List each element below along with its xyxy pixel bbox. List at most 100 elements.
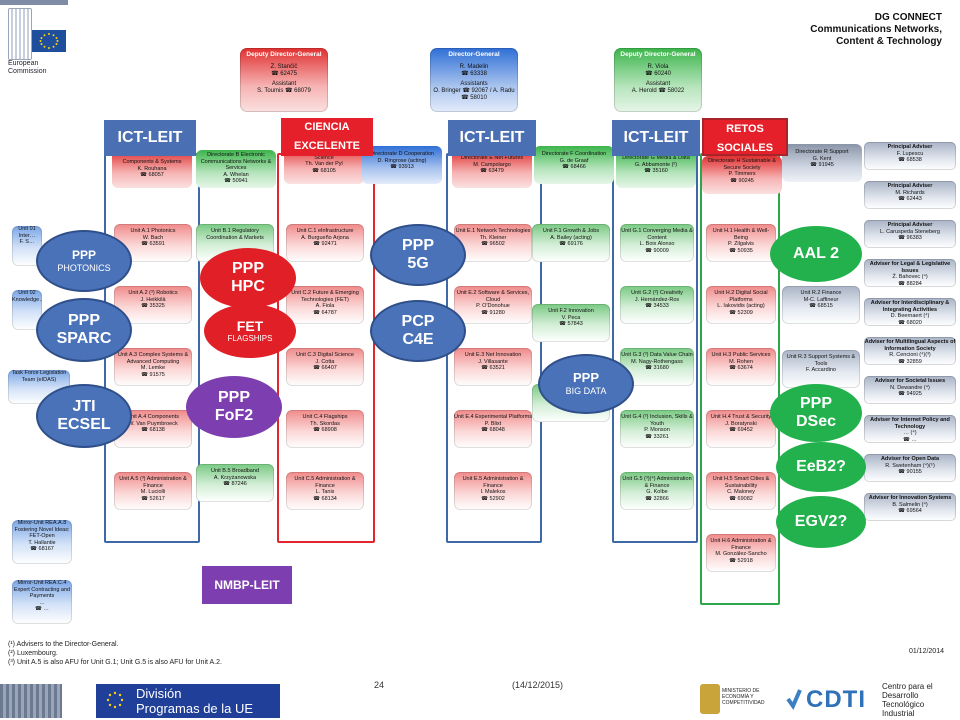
unit-title: Mirror-Unit REA.A.8 Fostering Novel Idea… [14, 520, 70, 539]
dir-title: Directorate H Sustainable & Secure Socie… [708, 158, 776, 171]
unit-tel: ☎ 68138 [141, 427, 165, 433]
adviser-name: … (⁴) [903, 430, 917, 436]
eeb2-ellipse: EeB2? [776, 442, 866, 492]
dir-name: G. Abbamonte (²) [634, 161, 678, 168]
adviser-title: Adviser for Innovation Systems [868, 495, 952, 501]
dir-name: D. Ringrose (acting) [377, 157, 427, 164]
side-unit-box: Mirror-Unit REA.A.8 Fostering Novel Idea… [12, 520, 72, 564]
box-title: Director-General [448, 51, 500, 58]
unit-title: Unit C.5 Administration & Finance [294, 476, 356, 489]
unit-title: Unit 02 [18, 290, 36, 296]
chart-date: 01/12/2014 [908, 648, 944, 655]
unit-title: Unit H.5 Smart Cities & Sustainability [712, 476, 770, 489]
unit-head: J. Heikkilä [140, 296, 166, 303]
adviser-box: Adviser for Multilingual Aspects of Info… [864, 337, 956, 365]
adviser-title: Adviser for Interdisciplinary & Integrat… [870, 300, 950, 313]
unit-tel: ☎ 68515 [809, 303, 833, 309]
adviser-tel: ☎ 88284 [898, 280, 922, 287]
directorate-b: Directorate B Electronic Communications … [196, 150, 276, 188]
adviser-title: Principal Adviser [887, 222, 933, 228]
ellipse-line2: DSec [795, 413, 837, 430]
adviser-title: Adviser for Legal & Legislative Issues [869, 261, 951, 274]
adviser-name: R. Swetenham (⁴)(⁵) [885, 462, 935, 469]
dir-title: Directorate G Media & Data [622, 155, 690, 161]
unit-tel: ☎ 52617 [141, 495, 165, 502]
cdti-name: Centro para el Desarrollo Tecnológico In… [882, 682, 933, 718]
unit-title: Unit E.3 Net Innovation [464, 352, 522, 358]
box-assistant: S. Toumis ☎ 68079 [257, 88, 311, 94]
unit-head: A. Fiola [315, 303, 335, 309]
cdti-line: Desarrollo [882, 691, 919, 700]
division-line1: División [136, 686, 182, 701]
dir-tel: ☎ 50941 [224, 178, 248, 184]
unit-head: I. Malekos [480, 489, 506, 495]
division-line2: Programas de la UE [136, 701, 254, 716]
ellipse-line2: PHOTONICS [57, 262, 111, 273]
ppp-hpc-ellipse: PPP HPC [200, 248, 296, 308]
unit-head: L. Boix Alonso [639, 241, 675, 247]
unit-title: Unit G.4 (²) Inclusion, Skills & Youth [621, 414, 693, 427]
unit-head: M. Luciolli [140, 489, 166, 495]
dir-tel: ☎ 93913 [390, 164, 414, 170]
unit-tel: ☎ 68167 [30, 546, 54, 552]
adviser-box: Adviser for Interdisciplinary & Integrat… [864, 298, 956, 326]
label-retos: RETOS SOCIALES [702, 118, 788, 156]
unit-head: C. Maloney [727, 489, 755, 495]
jti-ecsel-ellipse: JTI ECSEL [36, 384, 132, 448]
box-tel: ☎ 62475 [271, 71, 297, 77]
ppp-sparc-ellipse: PPP SPARC [36, 298, 132, 362]
unit-title: Unit H.6 Administration & Finance [710, 538, 772, 551]
dir-name: A. Whelan [223, 171, 249, 178]
unit-title: Unit A.2 (³) Robotics [128, 290, 178, 296]
unit-title: Unit H.1 Health & Well-Being [712, 228, 770, 241]
dg-line3: Content & Technology [836, 36, 942, 47]
unit-head: Inter… [18, 232, 36, 239]
unit-tel: ☎ 63674 [729, 365, 753, 371]
ellipse-line1: EeB2? [796, 457, 846, 475]
directorate-f: Directorate F Coordination G. de Graaf ☎… [534, 146, 614, 184]
box-tel: ☎ 63338 [461, 71, 487, 77]
ellipse-line2: HPC [231, 278, 265, 295]
ppp-photonics-ellipse: PPP PHOTONICS [36, 230, 132, 292]
unit-title: Unit E.5 Administration & Finance [462, 476, 524, 489]
dir-name: Th. Van der Pyl [305, 161, 343, 167]
directorate-h: Directorate H Sustainable & Secure Socie… [702, 156, 782, 194]
fet-flagships-ellipse: FET FLAGSHIPS [204, 304, 296, 358]
adviser-name: L. Caruspeda Steneberg [880, 228, 940, 235]
building-thumbnail [0, 684, 62, 718]
unit-head: M-C. Laffineur [803, 296, 839, 303]
box-assistant-label: Assistants [460, 81, 488, 87]
ppp-fof2-ellipse: PPP FoF2 [186, 376, 282, 438]
ellipse-line1: PPP [67, 311, 100, 329]
unit-tel: ☎ 52902 [481, 495, 505, 502]
unit-box: Unit G.5 (³)(⁴) Administration & Finance… [620, 472, 694, 510]
unit-head: W. Van Puymbroeck [128, 420, 178, 427]
unit-title: Unit H.3 Public Services [711, 352, 771, 358]
unit-head: M. Lemke [140, 365, 166, 371]
unit-head: T. Hallantie [28, 539, 56, 546]
ellipse-line1: PPP [217, 388, 250, 406]
commission-name: European Commission [8, 60, 47, 76]
ellipse-line1: PPP [71, 247, 96, 262]
ppp-big-data-ellipse: PPP BIG DATA [538, 354, 634, 414]
unit-tel: ☎ 69452 [729, 427, 753, 433]
box-title: Deputy Director-General [620, 51, 696, 58]
unit-tel: ☎ 92471 [313, 241, 337, 247]
unit-head: M. Nagy-Rothengass [631, 358, 683, 365]
deputy-dg-box-2: Deputy Director-General R. Viola ☎ 60240… [614, 48, 702, 112]
unit-head: Knowledge… [12, 296, 42, 303]
dir-title: Directorate D Cooperation [370, 151, 434, 157]
unit-head: F. Accardino [806, 367, 836, 373]
